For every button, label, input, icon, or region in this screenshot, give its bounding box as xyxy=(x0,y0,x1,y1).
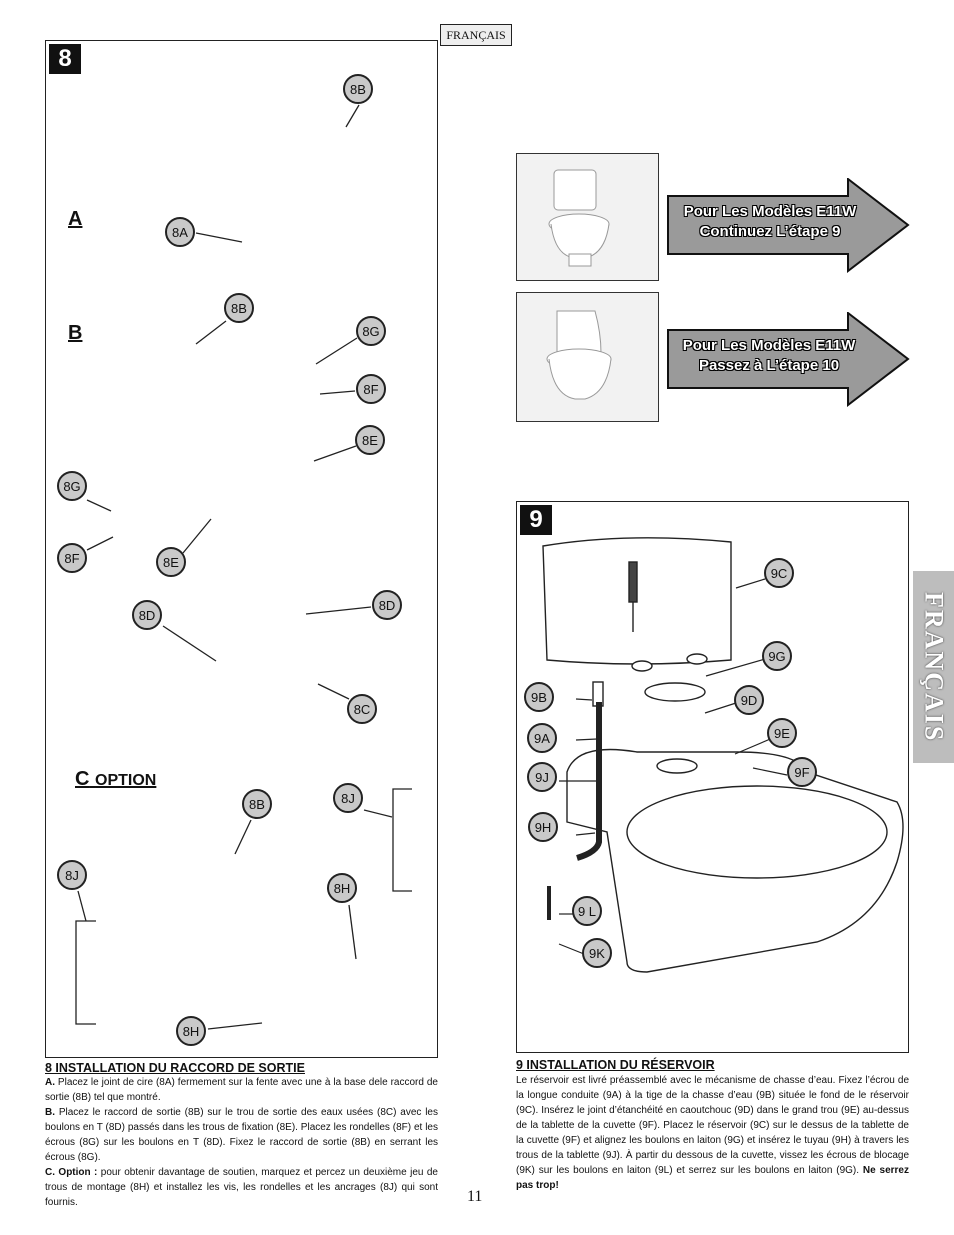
side-tab-label: FRANÇAIS xyxy=(919,591,949,743)
callout-8e: 8E xyxy=(156,547,186,577)
toilet-icon xyxy=(548,169,610,267)
toilet-thumbnail-one-piece xyxy=(516,292,659,422)
arrow-continue xyxy=(666,176,910,274)
section9-warning: Ne serrez pas trop! xyxy=(516,1165,909,1191)
step8-number: 8 xyxy=(49,44,81,74)
callout-8h: 8H xyxy=(176,1016,206,1046)
section8-title: 8 INSTALLATION DU RACCORD DE SORTIE xyxy=(45,1061,305,1075)
step-b-label: B. xyxy=(45,1107,55,1118)
step8-figure xyxy=(45,40,438,1058)
section9-body: Le réservoir est livré préassemblé avec … xyxy=(516,1073,909,1193)
arrow-right-icon xyxy=(667,176,910,274)
step9-number: 9 xyxy=(520,505,552,535)
callout-9d: 9D xyxy=(734,685,764,715)
continue-step9-text: Pour Les Modèles E11W Continuez L’étape … xyxy=(668,202,872,242)
continue-line1: Pour Les Modèles E11W xyxy=(683,203,857,220)
section8-step-b: B. Placez le raccord de sortie (8B) sur … xyxy=(45,1105,438,1165)
callout-8f: 8F xyxy=(57,543,87,573)
callout-9f: 9F xyxy=(787,757,817,787)
section9-text: Le réservoir est livré préassemblé avec … xyxy=(516,1075,909,1176)
callout-9e: 9E xyxy=(767,718,797,748)
step8-letter-c: C OPTION xyxy=(75,768,156,791)
skip-line2: Passez à L’étape 10 xyxy=(698,357,840,374)
skip-step10-text: Pour Les Modèles E11W Passez à L’étape 1… xyxy=(666,336,872,376)
step8-letter-b: B xyxy=(68,322,83,344)
callout-8h: 8H xyxy=(327,873,357,903)
section9-title: 9 INSTALLATION DU RÉSERVOIR xyxy=(516,1058,715,1072)
arrow-skip xyxy=(666,310,910,408)
letter-c: C xyxy=(75,768,90,790)
callout-8e: 8E xyxy=(355,425,385,455)
skip-line1: Pour Les Modèles E11W xyxy=(682,337,856,354)
callout-8c: 8C xyxy=(347,694,377,724)
callout-8j: 8J xyxy=(57,860,87,890)
callout-9b: 9B xyxy=(524,682,554,712)
callout-8b: 8B xyxy=(343,74,373,104)
callout-8g: 8G xyxy=(356,316,386,346)
step-a-text: Placez le joint de cire (8A) fermement s… xyxy=(45,1077,438,1103)
continue-line2: Continuez L’étape 9 xyxy=(699,223,841,240)
step-c-label: C. Option : xyxy=(45,1167,98,1178)
callout-9l: 9 L xyxy=(572,896,602,926)
section8-body: A. Placez le joint de cire (8A) fermemen… xyxy=(45,1075,438,1210)
callout-9c: 9C xyxy=(764,558,794,588)
callout-8j: 8J xyxy=(333,783,363,813)
callout-8g: 8G xyxy=(57,471,87,501)
callout-8a: 8A xyxy=(165,217,195,247)
option-label: OPTION xyxy=(95,772,157,789)
step-a-label: A. xyxy=(45,1077,55,1088)
callout-8d: 8D xyxy=(372,590,402,620)
callout-9k: 9K xyxy=(582,938,612,968)
language-tag: FRANÇAIS xyxy=(440,24,512,46)
callout-8d: 8D xyxy=(132,600,162,630)
callout-8b: 8B xyxy=(224,293,254,323)
callout-9g: 9G xyxy=(762,641,792,671)
callout-9j: 9J xyxy=(527,762,557,792)
step-b-text: Placez le raccord de sortie (8B) sur le … xyxy=(45,1107,438,1163)
tank-bowl-drawing xyxy=(542,537,904,973)
toilet-thumbnail-two-piece xyxy=(516,153,659,281)
toilet-icon xyxy=(546,310,612,400)
arrow-right-icon xyxy=(667,310,910,408)
callout-9a: 9A xyxy=(527,723,557,753)
callout-8b: 8B xyxy=(242,789,272,819)
page-number: 11 xyxy=(467,1188,483,1205)
section8-step-a: A. Placez le joint de cire (8A) fermemen… xyxy=(45,1075,438,1105)
step8-letter-a: A xyxy=(68,208,83,230)
step9-figure xyxy=(516,501,909,1053)
language-side-tab: FRANÇAIS xyxy=(913,571,954,763)
callout-8f: 8F xyxy=(356,374,386,404)
step-c-text: pour obtenir davantage de soutien, marqu… xyxy=(45,1167,438,1208)
section8-step-c: C. Option : pour obtenir davantage de so… xyxy=(45,1165,438,1210)
step8-leader-lines xyxy=(75,104,412,1030)
callout-9h: 9H xyxy=(528,812,558,842)
